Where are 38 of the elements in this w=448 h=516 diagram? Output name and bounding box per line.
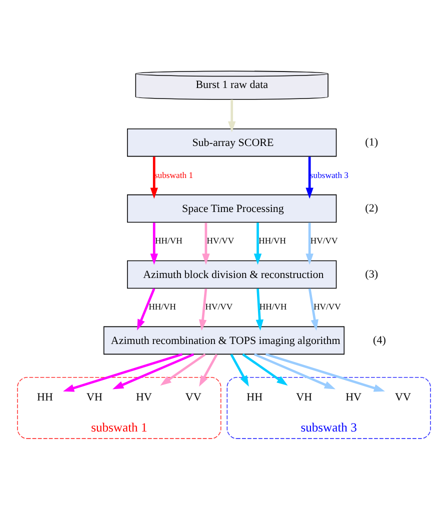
arrow (202, 222, 210, 265)
arrow (256, 288, 264, 331)
node-text: VH (86, 392, 102, 404)
node-label: (1) (365, 136, 378, 148)
arrow (198, 288, 208, 331)
edge-label: HV/VV (314, 302, 341, 312)
arrow (150, 156, 158, 199)
arrow (242, 353, 288, 386)
edge-label: HV/VV (206, 236, 234, 246)
node-text: HH (37, 392, 53, 404)
arrow (254, 222, 262, 265)
node-text: HH (246, 392, 263, 404)
edge-label: HH/VH (148, 302, 176, 312)
node-text: HV (136, 392, 152, 404)
arrow (306, 156, 314, 199)
node-label: (4) (373, 334, 386, 346)
arrow (63, 353, 183, 392)
edge-label: HV/VV (310, 236, 338, 246)
arrow (254, 353, 336, 390)
arrow (112, 353, 194, 390)
node-text: HV (346, 392, 362, 404)
edge-label: subswath 3 (310, 170, 348, 180)
edge-label: HV/VV (205, 302, 233, 312)
arrow (265, 353, 385, 392)
arrow (306, 222, 314, 265)
arrow (137, 288, 156, 330)
arrow (199, 354, 218, 387)
arrow (150, 222, 158, 265)
node-label: (2) (365, 202, 378, 214)
arrow (230, 354, 249, 387)
node-text: VV (395, 392, 411, 404)
node-text: VV (185, 392, 202, 404)
arrow (160, 353, 206, 386)
node-text: VH (296, 392, 312, 404)
arrow (308, 288, 318, 331)
arrow (228, 100, 236, 132)
node-label: (3) (365, 268, 378, 280)
edge-label: HH/VH (258, 236, 286, 246)
